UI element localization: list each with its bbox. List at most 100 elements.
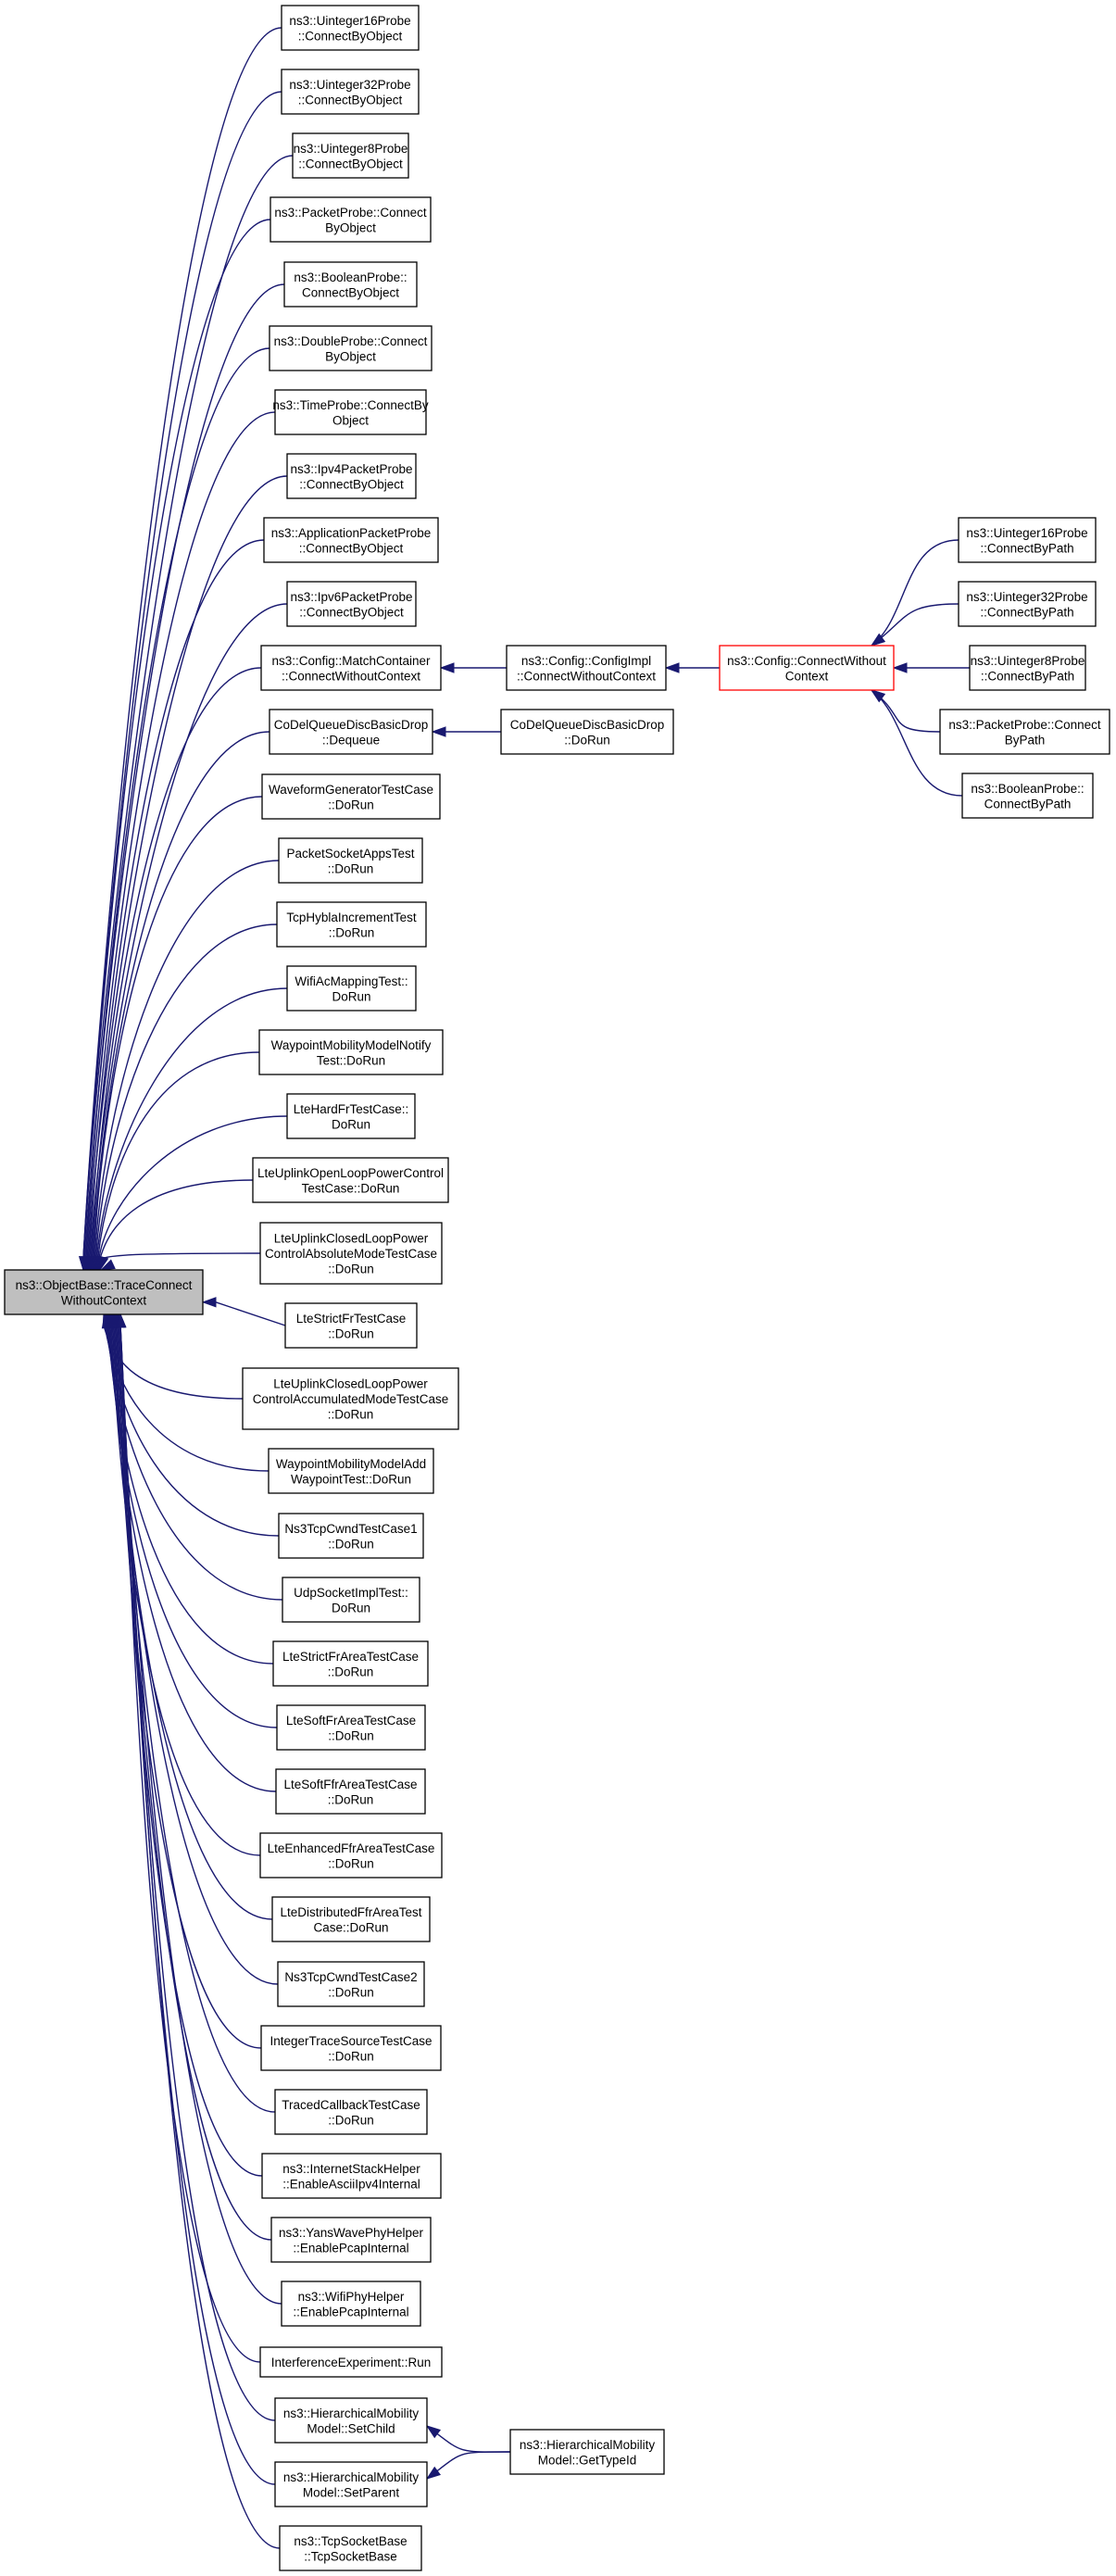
- graph-node[interactable]: ns3::Config::ConnectWithoutContext: [719, 645, 895, 691]
- graph-node[interactable]: WaveformGeneratorTestCase::DoRun: [261, 773, 441, 820]
- node-label: LteUplinkOpenLoopPowerControl: [257, 1166, 444, 1180]
- graph-edge: [119, 1325, 261, 2363]
- graph-node[interactable]: ns3::HierarchicalMobilityModel::GetTypeI…: [509, 2429, 665, 2475]
- node-box: [274, 389, 427, 435]
- node-label: ns3::Uinteger32Probe: [966, 590, 1087, 604]
- node-label: ::DoRun: [564, 733, 610, 747]
- graph-edge: [100, 1252, 261, 1260]
- graph-node[interactable]: ns3::Uinteger16Probe::ConnectByPath: [958, 517, 1097, 563]
- node-label: ns3::BooleanProbe::: [294, 270, 407, 284]
- graph-node[interactable]: ns3::Config::ConfigImpl::ConnectWithoutC…: [506, 645, 667, 691]
- graph-node[interactable]: ns3::Ipv4PacketProbe::ConnectByObject: [286, 453, 417, 499]
- graph-node[interactable]: ns3::InternetStackHelper::EnableAsciiIpv…: [261, 2153, 442, 2199]
- graph-edge: [86, 411, 276, 1260]
- graph-node[interactable]: ns3::DoubleProbe::ConnectByObject: [269, 325, 433, 371]
- graph-node[interactable]: LteUplinkClosedLoopPowerControlAccumulat…: [242, 1367, 459, 1430]
- graph-node[interactable]: TracedCallbackTestCase::DoRun: [274, 2089, 428, 2135]
- edge-arrowhead: [431, 726, 446, 737]
- node-label: ns3::InternetStackHelper: [282, 2162, 420, 2176]
- node-label: ::ConnectByPath: [980, 605, 1073, 619]
- graph-edge: [88, 539, 265, 1260]
- node-label: ::DoRun: [328, 1665, 374, 1678]
- graph-edge: [98, 1115, 288, 1260]
- graph-node[interactable]: ns3::ApplicationPacketProbe::ConnectByOb…: [263, 517, 439, 563]
- graph-node[interactable]: ns3::Ipv6PacketProbe::ConnectByObject: [286, 581, 417, 627]
- node-box: [261, 773, 441, 820]
- node-box: [242, 1367, 459, 1430]
- graph-node[interactable]: LteHardFrTestCase::DoRun: [286, 1093, 416, 1139]
- graph-node[interactable]: ns3::TcpSocketBase::TcpSocketBase: [279, 2525, 422, 2571]
- node-box: [969, 645, 1086, 691]
- graph-node[interactable]: LteUplinkOpenLoopPowerControlTestCase::D…: [252, 1157, 449, 1203]
- node-box: [719, 645, 895, 691]
- graph-node[interactable]: LteUplinkClosedLoopPowerControlAbsoluteM…: [259, 1222, 443, 1285]
- graph-node[interactable]: PacketSocketAppsTest::DoRun: [278, 837, 423, 884]
- node-box: [278, 1513, 424, 1559]
- node-label: ns3::Config::MatchContainer: [271, 654, 431, 668]
- node-label: ns3::Config::ConnectWithout: [727, 654, 886, 668]
- graph-node[interactable]: LteEnhancedFfrAreaTestCase::DoRun: [259, 1832, 443, 1879]
- node-label: ::DoRun: [328, 1408, 374, 1422]
- graph-node[interactable]: CoDelQueueDiscBasicDrop::DoRun: [500, 709, 674, 755]
- graph-node[interactable]: ns3::Uinteger32Probe::ConnectByPath: [958, 581, 1097, 627]
- node-label: Context: [785, 669, 829, 683]
- graph-node[interactable]: ns3::BooleanProbe::ConnectByObject: [283, 261, 418, 308]
- graph-node[interactable]: ns3::HierarchicalMobilityModel::SetParen…: [274, 2461, 428, 2507]
- edge-arrowhead: [664, 662, 680, 673]
- node-label: LteSoftFrAreaTestCase: [286, 1714, 416, 1728]
- graph-node[interactable]: LteSoftFfrAreaTestCase::DoRun: [275, 1768, 426, 1815]
- node-label: ns3::BooleanProbe::: [971, 782, 1084, 796]
- node-label: ::EnableAsciiIpv4Internal: [282, 2177, 420, 2191]
- node-box: [939, 709, 1110, 755]
- node-label: ::DoRun: [328, 861, 374, 875]
- node-label: ns3::Uinteger8Probe: [294, 142, 408, 156]
- graph-node[interactable]: WifiAcMappingTest::DoRun: [286, 965, 417, 1012]
- graph-node[interactable]: ns3::WifiPhyHelper::EnablePcapInternal: [281, 2281, 421, 2327]
- graph-node[interactable]: ns3::PacketProbe::ConnectByObject: [270, 196, 432, 243]
- graph-edge: [111, 1325, 273, 1920]
- graph-node[interactable]: ns3::PacketProbe::ConnectByPath: [939, 709, 1110, 755]
- graph-node[interactable]: IntegerTraceSourceTestCase::DoRun: [260, 2025, 442, 2071]
- graph-node[interactable]: Ns3TcpCwndTestCase2::DoRun: [277, 1961, 425, 2007]
- graph-node[interactable]: InterferenceExperiment::Run: [259, 2346, 443, 2378]
- node-box: [261, 2153, 442, 2199]
- node-box: [286, 965, 417, 1012]
- node-box: [263, 517, 439, 563]
- graph-node[interactable]: TcpHyblaIncrementTest::DoRun: [276, 901, 427, 948]
- graph-node[interactable]: ns3::Uinteger16Probe::ConnectByObject: [281, 5, 420, 51]
- graph-node[interactable]: ns3::Uinteger8Probe::ConnectByPath: [969, 645, 1086, 691]
- node-label: ::TcpSocketBase: [304, 2549, 397, 2563]
- node-label: ::DoRun: [328, 1728, 374, 1742]
- graph-node[interactable]: ns3::YansWavePhyHelper::EnablePcapIntern…: [270, 2217, 432, 2263]
- node-label: WaveformGeneratorTestCase: [269, 783, 433, 797]
- node-label: ::DoRun: [328, 2049, 374, 2063]
- graph-node[interactable]: UdpSocketImplTest::DoRun: [282, 1577, 420, 1623]
- graph-node[interactable]: ns3::ObjectBase::TraceConnectWithoutCont…: [4, 1269, 204, 1315]
- graph-node[interactable]: LteStrictFrTestCase::DoRun: [284, 1302, 418, 1349]
- node-box: [271, 1896, 431, 1942]
- node-label: ::ConnectByObject: [299, 477, 404, 491]
- graph-edge: [871, 603, 959, 647]
- graph-node[interactable]: Ns3TcpCwndTestCase1::DoRun: [278, 1513, 424, 1559]
- graph-node[interactable]: ns3::Uinteger32Probe::ConnectByObject: [281, 69, 420, 115]
- graph-edge: [103, 1325, 244, 1400]
- node-label: ns3::TimeProbe::ConnectBy: [272, 398, 429, 412]
- graph-node[interactable]: LteStrictFrAreaTestCase::DoRun: [272, 1640, 429, 1687]
- graph-node[interactable]: CoDelQueueDiscBasicDrop::Dequeue: [269, 709, 433, 755]
- graph-node[interactable]: ns3::Config::MatchContainer::ConnectWith…: [260, 645, 442, 691]
- node-label: ns3::WifiPhyHelper: [298, 2290, 405, 2304]
- graph-node[interactable]: LteSoftFrAreaTestCase::DoRun: [276, 1704, 426, 1751]
- graph-node[interactable]: ns3::TimeProbe::ConnectByObject: [272, 389, 429, 435]
- node-label: DoRun: [332, 989, 370, 1003]
- graph-node[interactable]: WaypointMobilityModelAddWaypointTest::Do…: [268, 1448, 434, 1494]
- node-box: [961, 773, 1094, 819]
- node-box: [274, 2397, 428, 2444]
- graph-node[interactable]: ns3::BooleanProbe::ConnectByPath: [961, 773, 1094, 819]
- graph-node[interactable]: ns3::Uinteger8Probe::ConnectByObject: [292, 132, 409, 179]
- node-label: ::Dequeue: [322, 733, 380, 747]
- node-box: [276, 1704, 426, 1751]
- node-box: [286, 453, 417, 499]
